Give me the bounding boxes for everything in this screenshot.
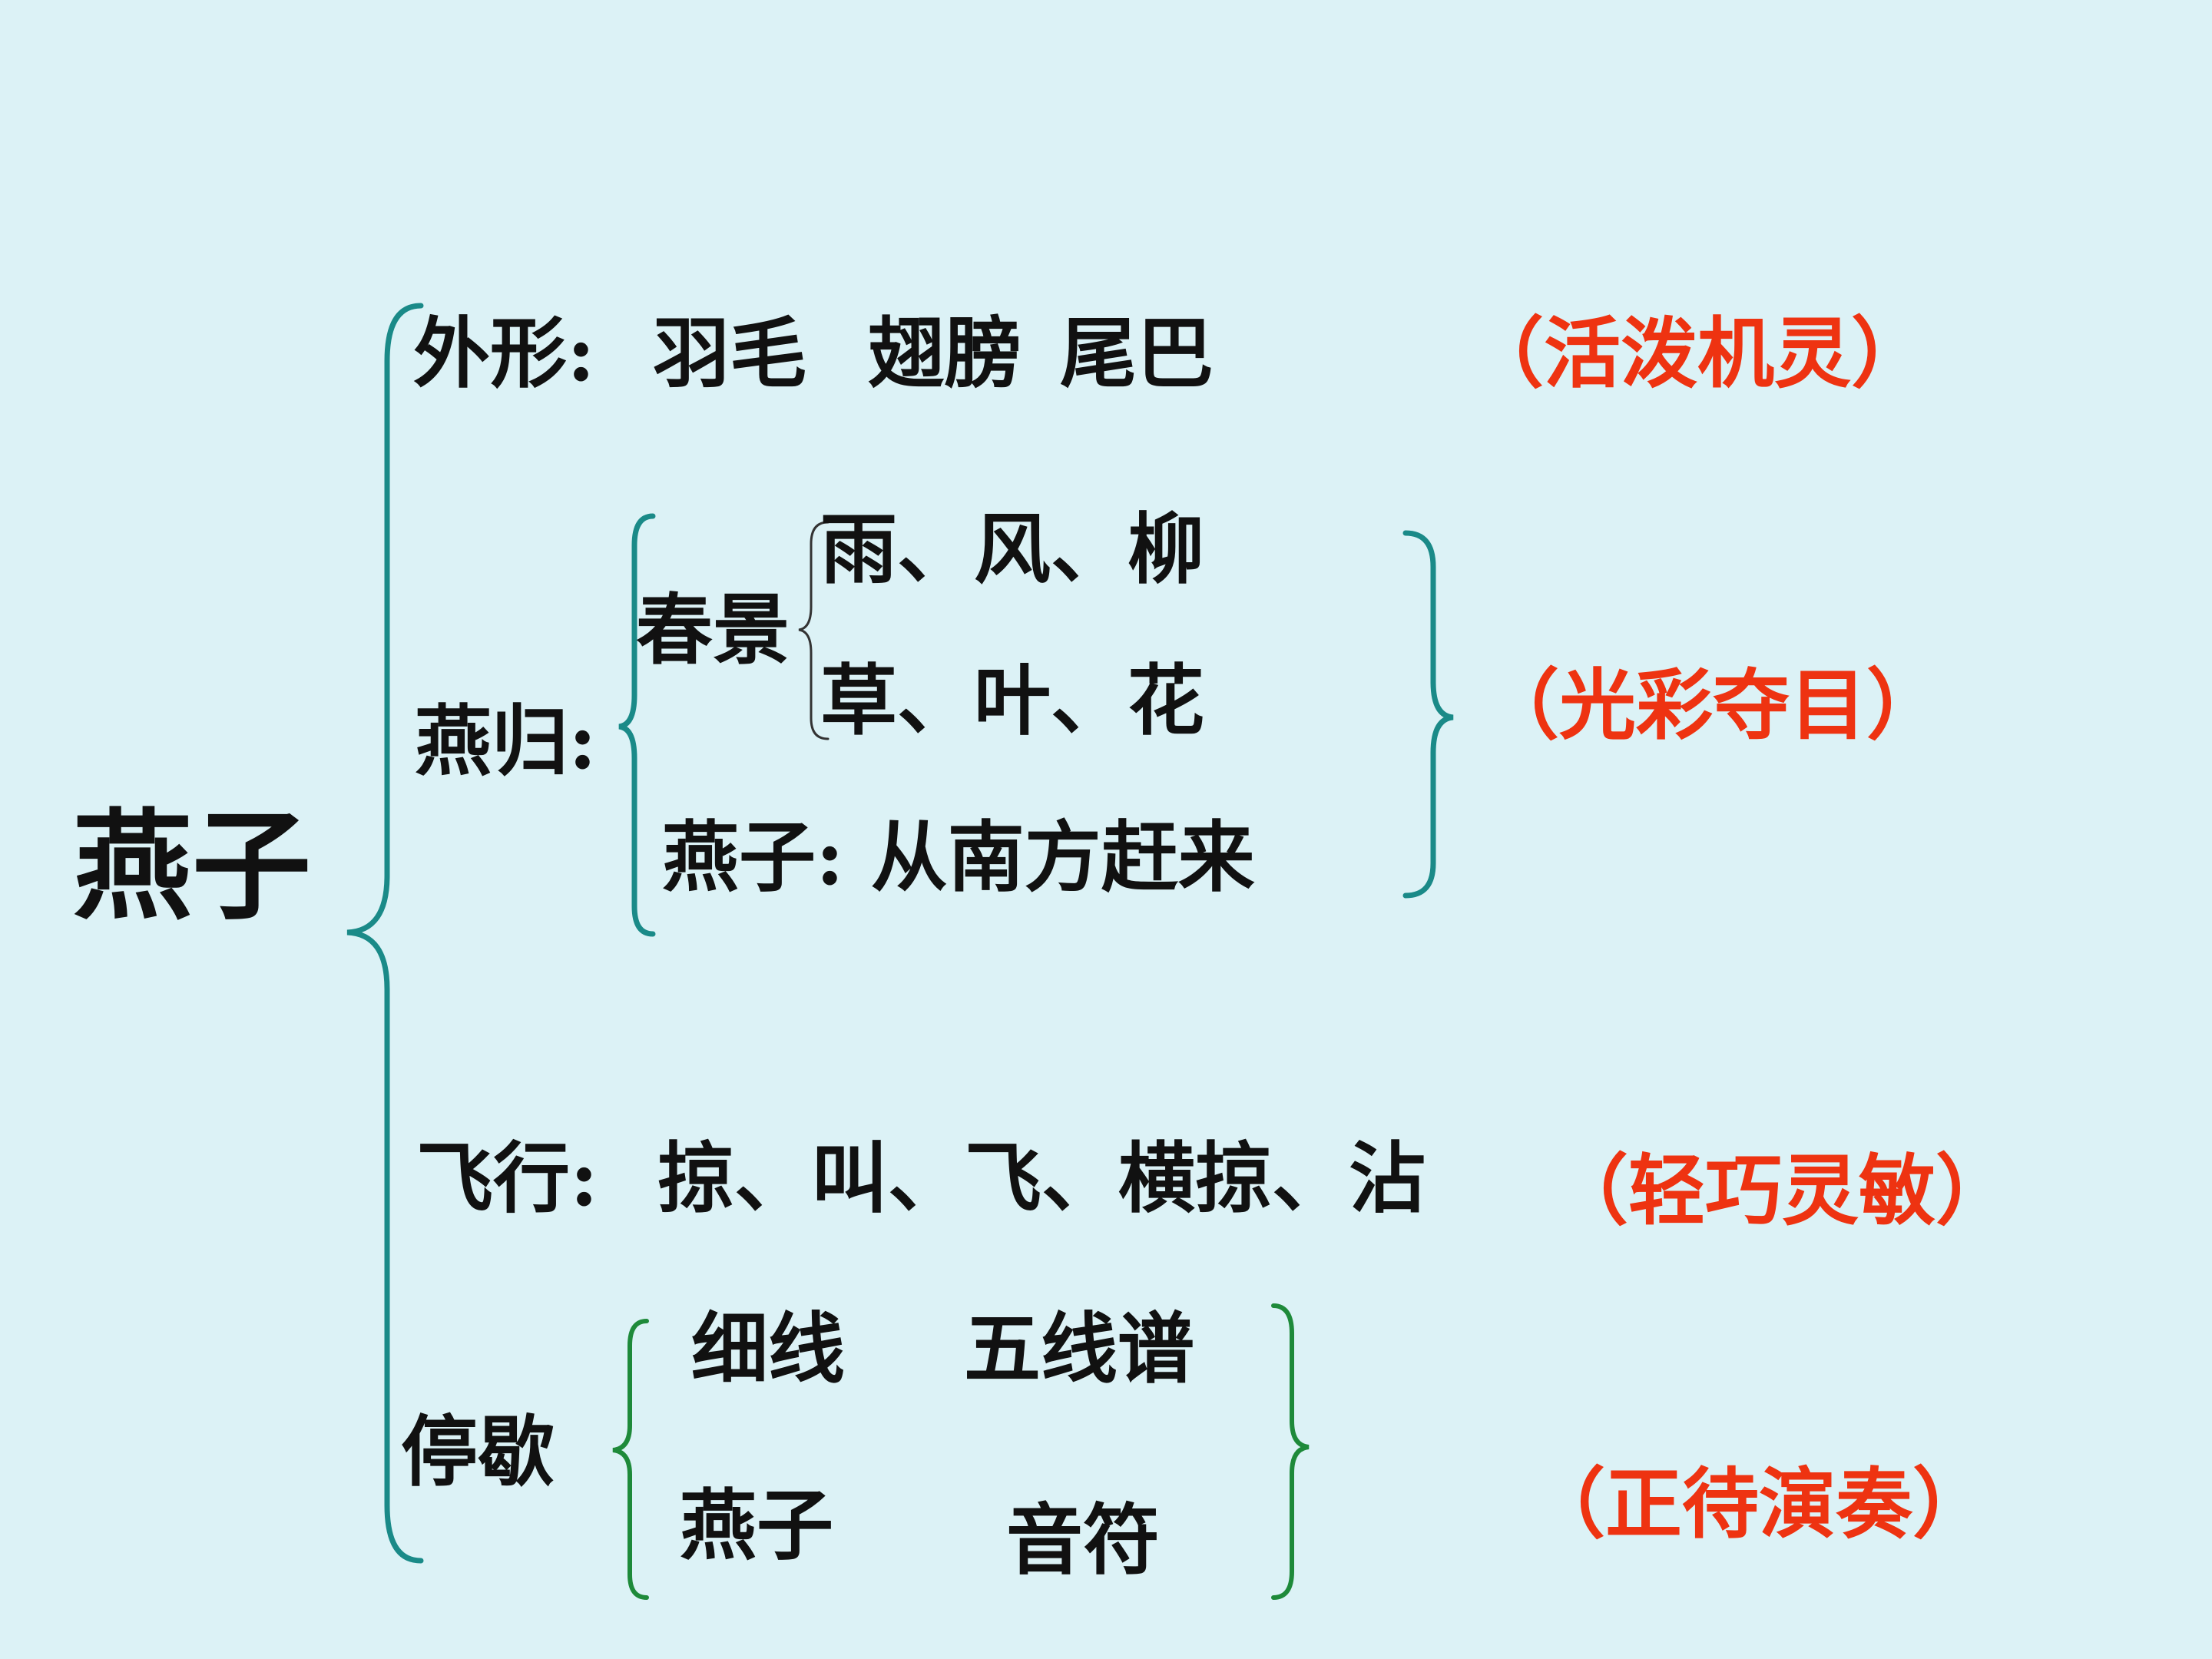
return-quality: （光彩夺目）: [1482, 660, 1943, 750]
rest-right-brace: [1271, 1303, 1310, 1600]
return-label: 燕归:: [415, 696, 597, 786]
main-brace: [346, 303, 424, 1564]
swallow-line: 燕子: 从南方赶来: [662, 812, 1255, 902]
rest-row2-left: 燕子: [680, 1480, 833, 1571]
return-right-brace: [1402, 530, 1454, 899]
rest-row2-right: 音符: [1006, 1495, 1160, 1585]
rest-quality: （正待演奏）: [1528, 1459, 1989, 1549]
rest-brace: [612, 1319, 649, 1600]
spring-row-2: 草、叶、花: [820, 655, 1204, 746]
flight-label: 飞行:: [416, 1133, 598, 1224]
flight-actions: 掠、叫、飞、横掠、沾: [657, 1133, 1426, 1224]
appearance-item-wing: 翅膀: [868, 308, 1022, 399]
appearance-label: 外形:: [413, 308, 595, 399]
appearance-quality: （活泼机灵）: [1467, 308, 1928, 399]
spring-label: 春景: [636, 584, 790, 675]
rest-row1-left: 细线: [691, 1303, 845, 1394]
spring-brace: [798, 521, 830, 740]
main-title: 燕子: [73, 796, 311, 936]
rest-row1-right: 五线谱: [964, 1303, 1194, 1394]
rest-label: 停歇: [401, 1406, 555, 1497]
appearance-item-feather: 羽毛: [653, 308, 806, 399]
spring-row-1: 雨、风、柳: [820, 504, 1204, 594]
flight-quality: （轻巧灵敏）: [1551, 1145, 2012, 1236]
appearance-item-tail: 尾巴: [1060, 308, 1214, 399]
return-brace: [618, 513, 656, 937]
